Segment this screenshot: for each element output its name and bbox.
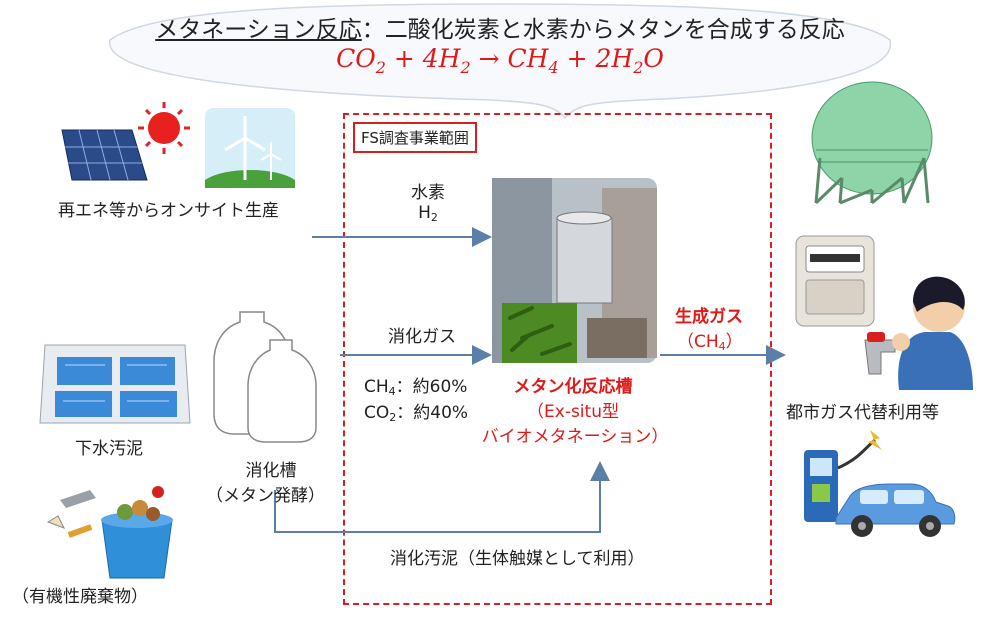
reaction-title: メタネーション反応：二酸化炭素と水素からメタンを合成する反応 — [0, 10, 1000, 44]
ch4-share: CH4：約60% — [364, 377, 468, 398]
sewage-plant-icon — [39, 344, 191, 424]
gas-meter-icon — [795, 235, 875, 327]
use-label: 都市ガス代替利用等 — [786, 403, 939, 423]
sludge-return-arrow — [274, 461, 610, 533]
person-using-gas-icon — [864, 276, 973, 390]
h2-formula: H2 — [418, 203, 438, 224]
ev-charging-icon — [804, 430, 956, 537]
product-gas-formula: （CH4） — [677, 332, 743, 353]
hydrogen-label: 水素 — [411, 183, 445, 203]
fs-scope-label: FS調査事業範囲 — [353, 122, 477, 153]
reactor-photo — [492, 178, 657, 363]
renewable-label: 再エネ等からオンサイト生産 — [58, 201, 279, 221]
reactor-method: バイオメタネーション） — [481, 427, 669, 447]
digester-sub-label: （メタン発酵） — [206, 486, 325, 506]
header-cloud — [109, 3, 892, 120]
solar-panel-icon — [61, 102, 190, 181]
co2-share: CO2：約40% — [364, 403, 469, 424]
digestion-gas-label: 消化ガス — [388, 327, 456, 347]
title-underlined: メタネーション反応 — [155, 17, 362, 43]
wind-turbine-icon — [205, 108, 295, 188]
title-rest: ：二酸化炭素と水素からメタンを合成する反応 — [361, 17, 845, 43]
product-gas-label: 生成ガス — [675, 307, 743, 327]
reactor-label: メタン化反応槽 — [513, 377, 633, 397]
gas-holder-icon — [811, 81, 933, 205]
reactor-type: （Ex-situ型 — [527, 402, 619, 422]
reaction-equation: CO2 + 4H2 → CH4 + 2H2O — [336, 44, 664, 77]
sewage-label: 下水汚泥 — [75, 439, 143, 459]
organic-waste-icon — [46, 486, 173, 579]
digester-tank-icon — [213, 311, 317, 443]
sludge-label: 消化汚泥（生体触媒として利用） — [390, 549, 645, 569]
digester-label: 消化槽 — [245, 461, 297, 481]
organic-waste-label: （有機性廃棄物） — [12, 587, 148, 607]
